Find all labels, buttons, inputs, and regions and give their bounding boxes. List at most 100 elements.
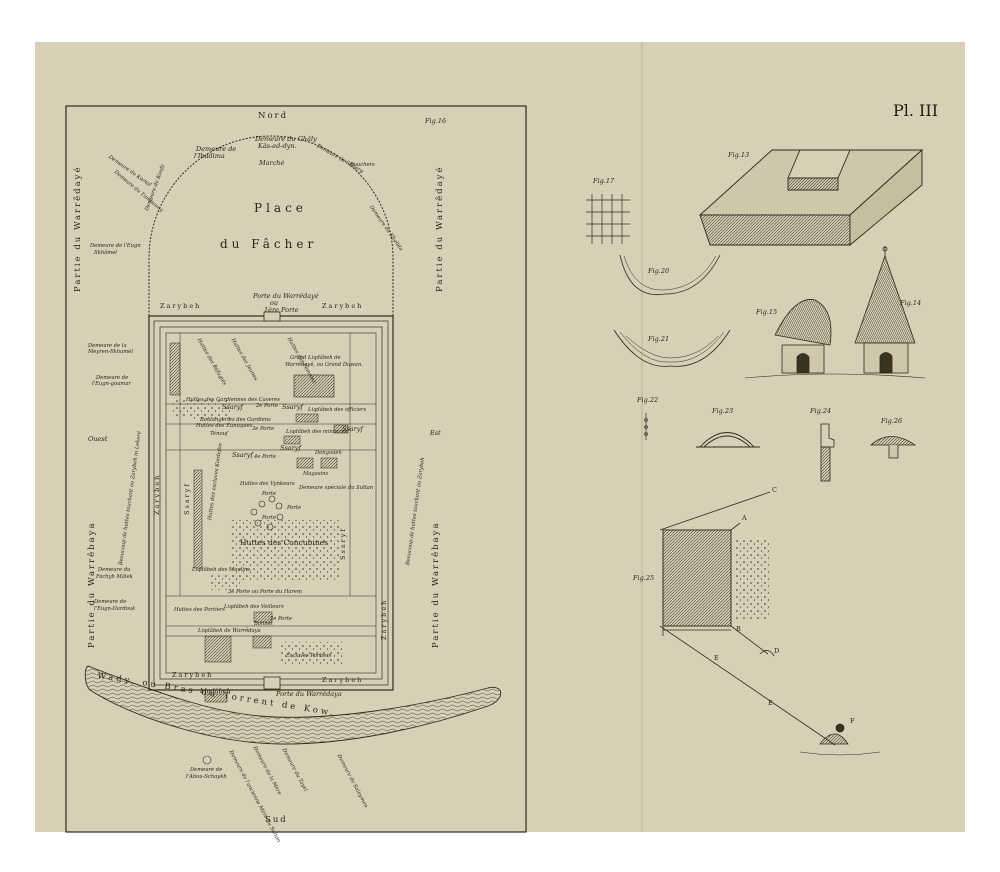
point-a: A	[742, 514, 747, 522]
moulins-block	[193, 469, 203, 569]
demeure-ibadima-1: Demeure de	[196, 145, 237, 153]
fig23-saddle	[696, 432, 760, 448]
liqdabeh-bottom	[204, 693, 228, 703]
bonnet: Bonnet	[254, 621, 273, 627]
demeure-eugn-2: l'Eugn-goumar	[92, 381, 131, 387]
porte-bottom	[263, 676, 281, 690]
fig26-object	[869, 436, 917, 459]
fig24-tool	[820, 423, 835, 482]
demeure-ibadima-2: l'Ibadima	[194, 152, 225, 160]
liqdabeh-veilleurs: Liqdâbeh des Veilleurs	[224, 604, 284, 610]
wady-river	[84, 665, 502, 745]
inner-compound	[165, 332, 377, 674]
partie-bottom-left: Partie du Warrêbaya	[87, 521, 97, 648]
liqdabeh-bottom-label: Liqdâbeh	[200, 687, 231, 695]
ssaryf-2: Ssaryf	[282, 403, 303, 411]
porte-5: 3e Porte ou Porte du Harem	[228, 589, 302, 595]
zaryba-right-side: Zarybeh	[380, 598, 388, 640]
south-label: Sud	[265, 815, 288, 825]
ssaryf-5: Ssaryf	[280, 444, 301, 452]
point-c: C	[772, 486, 777, 494]
demeure-ilkhamel-2: Ilkhâmel	[94, 250, 117, 256]
lindabeh-moulins: Liqdâbeh des Moulins	[192, 567, 251, 573]
map-fig16	[65, 105, 527, 833]
porte-a: Porte	[262, 491, 277, 497]
boulanger: Boulangeries des Gardiens	[200, 417, 271, 423]
point-e2: E	[768, 699, 773, 707]
zaryba-right: Zarybeh	[322, 302, 364, 310]
demeure-ghaly-2: Kâs-ed-dyn.	[258, 142, 297, 150]
ssaryf-1: Ssaryf	[222, 403, 243, 411]
fig13-platform	[698, 148, 924, 246]
liqdabeh-warredaya	[204, 635, 232, 663]
zaryba-left-side: Zarybeh	[153, 473, 161, 515]
porte-top-3: 1ère Porte	[264, 306, 299, 314]
plate-title: Pl. III	[893, 101, 939, 120]
fig22-ornament	[644, 413, 648, 440]
porte-4: 4e Porte	[254, 454, 277, 460]
porte-2b: 2e Porte	[270, 616, 293, 622]
fig25-survey	[659, 491, 881, 756]
fig21-label: Fig.21	[648, 335, 670, 343]
porte-b: Porte	[287, 505, 302, 511]
demeure-abou-1: Demeure de	[190, 767, 223, 773]
point-e1: E	[714, 654, 719, 662]
demeure-ghaly-1: Demeure du Ghâly	[255, 135, 317, 143]
fig15-hut	[774, 299, 832, 374]
grand-liqdabeh-1: Grand Liqdâbeh de	[290, 355, 341, 361]
sultan-hut-ring	[250, 495, 284, 531]
place-title-2: du Fâcher	[220, 237, 318, 251]
tenouf: Ténouf	[210, 431, 228, 437]
zaryba-bottom-2: Zarybeh	[322, 676, 364, 684]
huttes-gardiennes: Huttes des Gardiennes des Caveres	[186, 397, 280, 403]
point-b: B	[736, 625, 741, 633]
partie-bottom-right: Partie du Warrêbaya	[431, 521, 441, 648]
demeure-abou-2: l'Abou-Schaykh	[186, 774, 227, 780]
west-label: Ouest	[88, 435, 108, 443]
porte-3: 3e Porte	[252, 426, 275, 432]
demeure-dardouk-1: Demeure de	[94, 599, 127, 605]
demeure-fachyh-2: Fachyh Mâlek	[96, 574, 133, 580]
fig17-lattice	[586, 194, 630, 244]
esclaves-portiers: Esclaves Portiers	[286, 653, 332, 659]
fig23-label: Fig.23	[712, 407, 734, 415]
fig15-label: Fig.15	[756, 308, 778, 316]
fig25-label: Fig.25	[633, 574, 655, 582]
fig20-hammock	[619, 254, 721, 296]
point-f: F	[850, 717, 855, 725]
demeure-mezelas-1: Demeure de la	[88, 343, 127, 349]
north-label: Nord	[258, 111, 289, 121]
fig26-label: Fig.26	[881, 417, 903, 425]
demeure-speciale: Demeure spéciale du Sultan	[299, 485, 374, 491]
porte-2: 2e Porte	[256, 403, 279, 409]
map-frame	[65, 105, 527, 833]
zaryba-left: Zarybeh	[160, 302, 202, 310]
fig20-label: Fig.20	[648, 267, 670, 275]
fig22-label: Fig.22	[637, 396, 659, 404]
demeure-fachyh-1: Demeure du	[98, 567, 131, 573]
partie-top-left: Partie du Warrêdayé	[73, 165, 83, 292]
huttes-vynkeurs: Huttes des Vynkeurs	[240, 481, 295, 487]
porte-top	[263, 311, 281, 322]
place-title-1: Place	[254, 201, 307, 215]
liqdabeh-ministres: Liqdâbeh des ministres	[286, 429, 348, 435]
demeure-mezelas-2: Meyren-Ilkhamel	[88, 349, 133, 355]
dongoueh: Dongoûeh	[315, 450, 342, 456]
east-label: Est	[430, 429, 441, 437]
ssaryf-vertical-2: Ssaryf	[339, 527, 347, 560]
grand-divan	[293, 374, 335, 398]
grand-liqdabeh-2: Warrêdayé, ou Grand Duwan.	[285, 362, 363, 368]
fig14-hut	[854, 246, 916, 374]
ground-line	[744, 373, 926, 379]
zaryba-bottom-1: Zarybeh	[172, 671, 214, 679]
river-ne-label: Bouchers	[350, 162, 375, 168]
liqdabeh-officiers: Liqdâbeh des officiers	[308, 407, 367, 413]
huttes-portiers: Huttes des Portiers	[174, 607, 225, 613]
ssaryf-vertical-1: Ssaryf	[183, 482, 191, 515]
porte-bottom-label: Porte du Warrêdaya	[276, 690, 342, 698]
ssaryf-3: Ssaryf	[342, 425, 363, 433]
partie-top-right: Partie du Warrêdayé	[435, 165, 445, 292]
porte-top-1: Porte du Warrêdayé	[253, 292, 319, 300]
ssaryf-4: Ssaryf	[232, 451, 253, 459]
